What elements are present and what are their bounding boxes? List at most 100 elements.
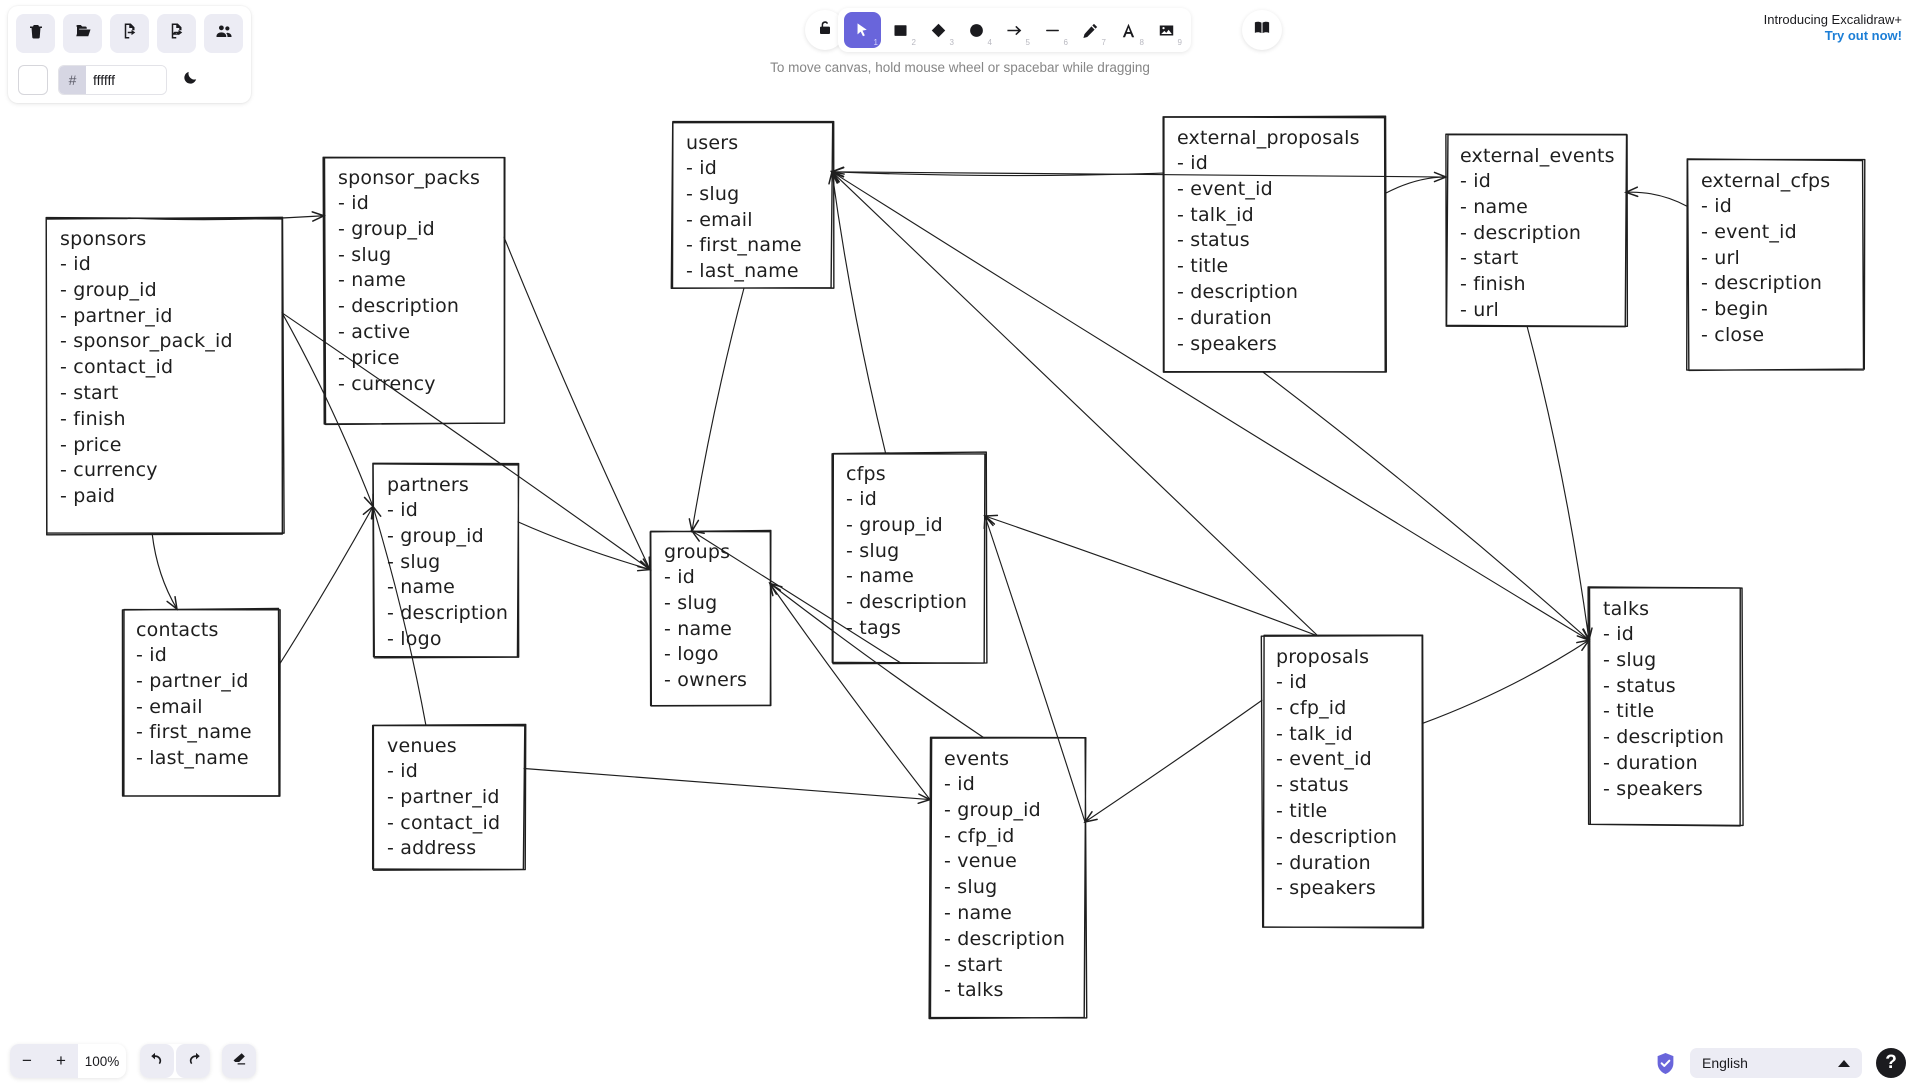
relationship-arrow[interactable]: [517, 521, 652, 572]
table-box[interactable]: [371, 723, 527, 871]
table-box[interactable]: [928, 736, 1088, 1020]
text-tool[interactable]: 8: [1110, 12, 1147, 48]
relationship-arrow[interactable]: [768, 582, 985, 739]
zoom-in-button[interactable]: +: [44, 1044, 78, 1078]
canvas-background-swatch[interactable]: [18, 65, 48, 95]
relationship-arrow[interactable]: [503, 236, 651, 572]
library-button[interactable]: [1242, 10, 1282, 50]
eraser-button[interactable]: [222, 1044, 256, 1078]
rectangle-icon: [894, 24, 907, 36]
theme-toggle-button[interactable]: [177, 67, 203, 93]
relationship-arrow[interactable]: [1421, 639, 1591, 725]
zoom-island: − + 100%: [10, 1044, 126, 1078]
help-button[interactable]: ?: [1876, 1048, 1906, 1078]
table-box[interactable]: [1587, 586, 1744, 827]
table-boxes: [45, 115, 1866, 1020]
relationship-arrow[interactable]: [151, 533, 178, 611]
selection-tool[interactable]: 1: [844, 12, 881, 48]
footer-right-group: English ?: [1655, 1048, 1906, 1078]
canvas-background-hex-input[interactable]: [86, 66, 166, 94]
zoom-out-button[interactable]: −: [10, 1044, 44, 1078]
image-tool[interactable]: 9: [1148, 12, 1185, 48]
open-button[interactable]: [63, 14, 102, 53]
language-select[interactable]: English: [1690, 1048, 1862, 1078]
table-box[interactable]: [649, 529, 772, 707]
table-box[interactable]: [1162, 115, 1387, 373]
moon-icon: [182, 69, 199, 91]
promo-headline: Introducing Excalidraw+: [1763, 12, 1902, 27]
relationship-arrow[interactable]: [1384, 171, 1449, 195]
text-icon: [1122, 23, 1135, 37]
table-box[interactable]: [1260, 634, 1425, 929]
image-icon: [1159, 25, 1174, 35]
live-collaboration-button[interactable]: [204, 14, 243, 53]
selection-tool-shortcut: 1: [873, 38, 878, 47]
arrow-tool[interactable]: 5: [996, 12, 1033, 48]
excalidraw-plus-promo: Introducing Excalidraw+ Try out now!: [1764, 12, 1902, 43]
canvas-actions-buttons: [16, 14, 243, 53]
pencil-icon: [1083, 23, 1098, 38]
clear-canvas-button[interactable]: [16, 14, 55, 53]
relationship-arrow[interactable]: [1526, 325, 1593, 643]
table-box[interactable]: [322, 156, 506, 426]
relationship-arrow[interactable]: [690, 529, 902, 664]
relationship-arrow[interactable]: [983, 514, 1086, 823]
arrow-tool-shortcut: 5: [1025, 38, 1030, 47]
relationship-arrow[interactable]: [523, 767, 933, 805]
relationship-arrow[interactable]: [983, 514, 1319, 637]
table-box[interactable]: [670, 120, 835, 290]
relationship-arrow[interactable]: [830, 170, 1319, 637]
canvas-actions-island: #: [8, 6, 251, 103]
relationship-arrow[interactable]: [688, 287, 745, 533]
table-box[interactable]: [1445, 133, 1629, 328]
text-tool-shortcut: 8: [1139, 38, 1144, 47]
table-box[interactable]: [121, 607, 281, 797]
relationship-arrow[interactable]: [1262, 371, 1591, 642]
canvas-background-row: #: [16, 65, 243, 95]
export-image-button[interactable]: [157, 14, 196, 53]
relationship-arrow[interactable]: [829, 166, 1447, 178]
relationship-arrow[interactable]: [281, 312, 652, 571]
cursor-icon: [857, 22, 867, 36]
diamond-tool-shortcut: 3: [949, 38, 954, 47]
relationship-arrow[interactable]: [128, 211, 327, 222]
shield-check-icon[interactable]: [1655, 1052, 1676, 1075]
relationship-arrow[interactable]: [768, 581, 931, 801]
ellipse-tool[interactable]: 4: [958, 12, 995, 48]
relationship-arrow[interactable]: [828, 169, 887, 454]
table-box[interactable]: [1686, 158, 1866, 372]
redo-button[interactable]: [176, 1044, 210, 1078]
rectangle-tool-shortcut: 2: [911, 38, 916, 47]
relationship-arrow[interactable]: [1083, 699, 1263, 824]
promo-cta-link[interactable]: Try out now!: [1824, 28, 1902, 43]
table-box[interactable]: [372, 462, 520, 659]
draw-tool[interactable]: 7: [1072, 12, 1109, 48]
diamond-tool[interactable]: 3: [920, 12, 957, 48]
rectangle-tool[interactable]: 2: [882, 12, 919, 48]
relationship-arrow[interactable]: [1623, 186, 1688, 207]
trash-icon: [27, 22, 45, 45]
hash-prefix: #: [59, 66, 86, 94]
export-image-icon: [168, 22, 186, 45]
relationship-arrow[interactable]: [278, 504, 374, 666]
canvas-background-hex[interactable]: #: [58, 65, 167, 95]
line-tool[interactable]: 6: [1034, 12, 1071, 48]
caret-up-icon: [1838, 1059, 1850, 1067]
book-icon: [1253, 19, 1271, 42]
relationship-arrow[interactable]: [371, 504, 427, 726]
shapes-toolbar: 1 2 3 4 5 6 7 8: [838, 8, 1191, 52]
relationship-arrow[interactable]: [830, 170, 1590, 641]
table-box[interactable]: [45, 216, 285, 536]
zoom-level-display[interactable]: 100%: [84, 1053, 120, 1069]
unlock-icon: [817, 20, 833, 41]
export-file-button[interactable]: [110, 14, 149, 53]
undo-button[interactable]: [140, 1044, 174, 1078]
relationship-arrow[interactable]: [281, 312, 374, 509]
users-icon: [215, 22, 233, 45]
line-icon: [1046, 29, 1059, 31]
table-box[interactable]: [831, 451, 988, 665]
image-tool-shortcut: 9: [1177, 38, 1182, 47]
